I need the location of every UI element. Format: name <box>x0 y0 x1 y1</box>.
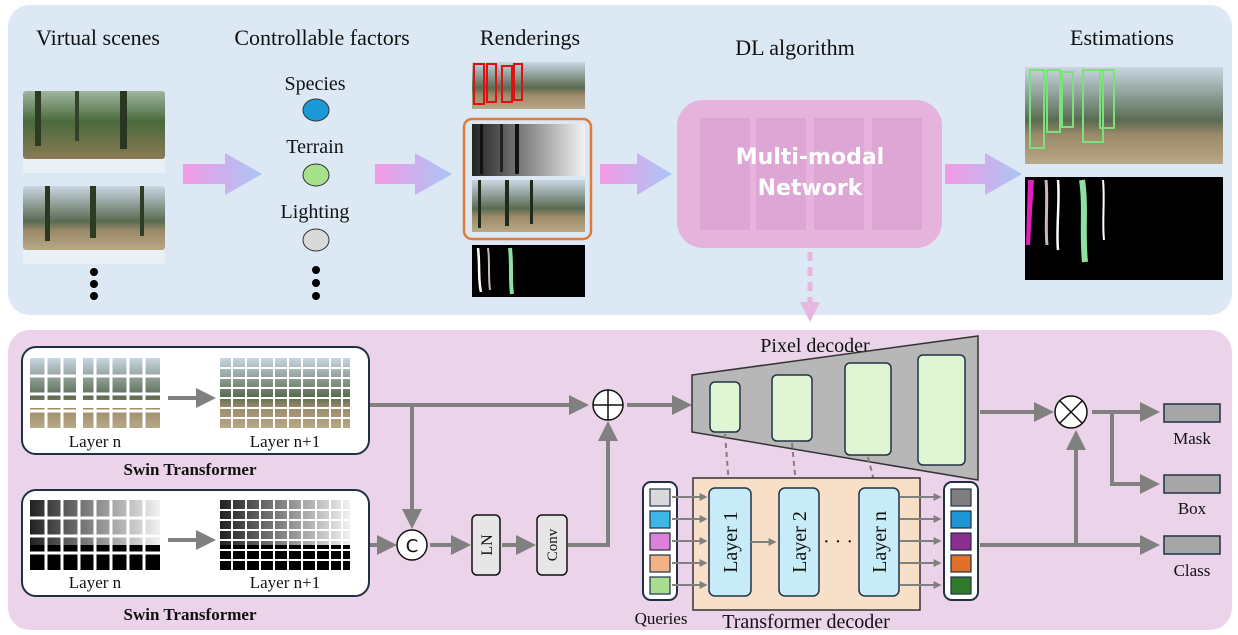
swin-bottom-layer-b-label: Layer n+1 <box>250 573 320 592</box>
network-label-line2: Network <box>758 176 864 201</box>
pixel-decoder-block-4 <box>917 354 966 466</box>
rendering-highlight-frame <box>462 117 593 241</box>
rendering-mask-image <box>472 245 585 297</box>
estimation-bbox-image <box>1025 67 1223 164</box>
flow-arrow-2 <box>375 153 452 195</box>
terrain-circle-icon <box>302 163 330 187</box>
query-arrows <box>672 493 942 589</box>
estimation-mask-image <box>1025 177 1223 280</box>
swin-top-patch-grid-b <box>220 358 350 428</box>
layers-ellipsis: · · · <box>823 531 853 553</box>
box-output-box <box>1163 474 1221 494</box>
class-token-2 <box>950 510 972 529</box>
scenes-more-dots <box>90 268 98 300</box>
title-controllable-factors: Controllable factors <box>234 25 409 50</box>
multiply-node <box>1054 395 1088 429</box>
concat-symbol: C <box>406 536 419 557</box>
virtual-scene-image-2 <box>23 186 165 264</box>
pixel-decoder-block-2 <box>771 374 813 442</box>
output-flow-lines <box>980 402 1160 555</box>
mask-output-box <box>1163 403 1221 423</box>
swin-top-caption: Swin Transformer <box>123 460 256 479</box>
class-output-box <box>1163 535 1221 555</box>
rendering-depth-image <box>472 124 585 176</box>
title-renderings: Renderings <box>480 25 580 50</box>
title-virtual-scenes: Virtual scenes <box>36 25 160 50</box>
factor-label-species: Species <box>284 73 345 95</box>
ln-box <box>471 514 501 576</box>
transformer-decoder-title: Transformer decoder <box>722 611 890 633</box>
concat-node <box>396 529 428 561</box>
flow-arrow-1 <box>183 153 262 195</box>
pixel-decoder-block-1 <box>709 381 741 433</box>
query-token-1 <box>649 488 671 507</box>
transformer-layer-2-label: Layer 2 <box>789 511 811 573</box>
swin-bottom-patch-grid-b <box>220 500 350 570</box>
swin-bottom-caption: Swin Transformer <box>123 605 256 624</box>
multimodal-network-box: Multi-modal Network <box>677 100 942 248</box>
pixel-decoder-block-3 <box>844 362 892 456</box>
transformer-layer-1-label: Layer 1 <box>720 511 742 573</box>
ln-label: LN <box>479 534 496 556</box>
class-token-4 <box>950 554 972 573</box>
class-token-3 <box>950 532 972 551</box>
swin-bottom-patch-grid-a <box>30 500 160 570</box>
swin-top-patch-grid-a <box>30 358 160 428</box>
transformer-layer-n <box>858 487 900 597</box>
query-token-2 <box>649 510 671 529</box>
query-token-5 <box>649 576 671 595</box>
query-token-3 <box>649 532 671 551</box>
transformer-layer-n-label: Layer n <box>869 511 891 573</box>
decoder-dashed-links <box>724 433 878 487</box>
factor-label-lighting: Lighting <box>281 201 350 223</box>
swin-top-layer-b-label: Layer n+1 <box>250 432 320 451</box>
title-dl-algorithm: DL algorithm <box>735 35 855 60</box>
swin-bottom-layer-a-label: Layer n <box>69 573 122 592</box>
queries-label: Queries <box>635 609 688 628</box>
flow-arrow-4 <box>945 153 1022 195</box>
transformer-layer-2 <box>778 487 820 597</box>
network-label-line1: Multi-modal <box>736 145 884 170</box>
feature-flow-lines <box>370 395 692 555</box>
sum-node <box>592 389 624 421</box>
title-estimations: Estimations <box>1070 25 1174 50</box>
rendering-bbox-image <box>472 62 585 109</box>
swin-top-layer-a-label: Layer n <box>69 432 122 451</box>
box-output-label: Box <box>1178 499 1207 518</box>
conv-label: Conv <box>545 528 561 561</box>
mask-output-label: Mask <box>1173 429 1211 448</box>
factor-label-terrain: Terrain <box>286 136 343 158</box>
conv-box <box>536 514 568 576</box>
class-tokens <box>950 488 972 595</box>
swin-transformer-block-top: Layer n Layer n+1 <box>21 346 370 455</box>
query-tokens <box>649 488 671 595</box>
factors-more-dots <box>312 266 320 300</box>
rendering-rgb-image <box>472 180 585 232</box>
class-token-1 <box>950 488 972 507</box>
species-circle-icon <box>302 98 330 122</box>
class-output-label: Class <box>1174 561 1211 580</box>
query-token-4 <box>649 554 671 573</box>
class-token-5 <box>950 576 972 595</box>
virtual-scene-image-1 <box>23 91 165 173</box>
pixel-decoder-shape <box>691 335 979 481</box>
lighting-circle-icon <box>302 228 330 252</box>
pixel-decoder-title: Pixel decoder <box>760 335 870 357</box>
swin-transformer-block-bottom: Layer n Layer n+1 <box>21 489 370 597</box>
flow-arrow-3 <box>600 153 672 195</box>
